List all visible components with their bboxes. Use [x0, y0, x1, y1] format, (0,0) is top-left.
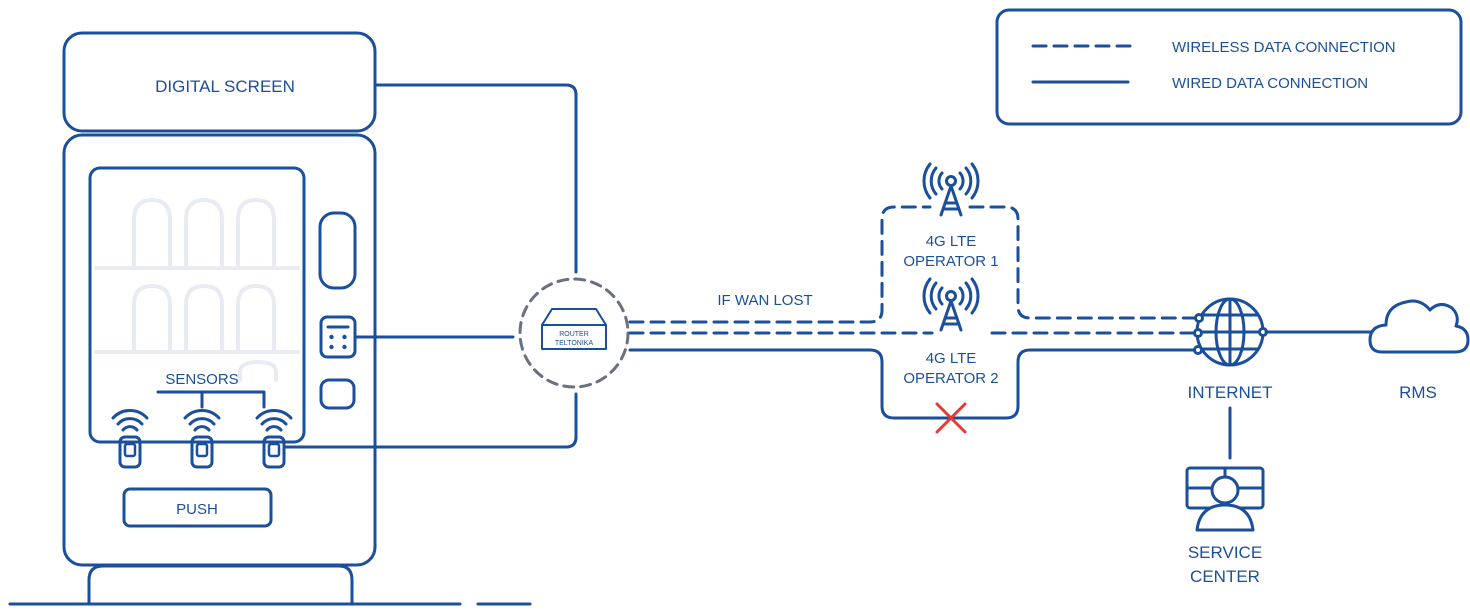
wire-screen-to-router — [374, 83, 578, 274]
sensors-bracket-right — [200, 390, 266, 409]
wireless-sensor-icon — [111, 408, 149, 469]
vending-machine — [8, 31, 532, 606]
legend-box — [995, 8, 1463, 126]
product-shelves — [94, 198, 300, 382]
antenna-tower-icon — [922, 277, 980, 332]
legend — [995, 8, 1463, 126]
wireless-sensor-icon — [255, 408, 293, 469]
failure-x-icon — [935, 402, 967, 434]
service-center-label-line1: SERVICE — [1188, 543, 1262, 562]
operator2-label-line2: OPERATOR 2 — [903, 370, 998, 387]
router-highlight-circle — [518, 277, 630, 389]
router-icon — [541, 308, 607, 350]
payment-keypad-icon[interactable] — [319, 315, 357, 359]
wireless-sensor-icon — [183, 408, 221, 469]
machine-base — [87, 564, 354, 606]
operator-person-icon — [1185, 466, 1265, 532]
push-button-label[interactable]: PUSH — [176, 501, 218, 518]
operator1-label-line1: 4G LTE — [926, 233, 977, 250]
wire-sensors-to-router — [284, 392, 578, 449]
digital-screen — [62, 31, 377, 133]
wireless-link-operator1-right — [968, 205, 1199, 320]
digital-screen-label: DIGITAL SCREEN — [155, 77, 295, 96]
cloud-icon — [1368, 299, 1470, 354]
rms-label: RMS — [1399, 383, 1437, 402]
wireless-link-operator1-left — [628, 205, 932, 324]
service-center-label-line2: CENTER — [1190, 567, 1260, 586]
legend-wireless-label: WIRELESS DATA CONNECTION — [1172, 39, 1396, 56]
operator1-label-line2: OPERATOR 1 — [903, 253, 998, 270]
legend-wired-label: WIRED DATA CONNECTION — [1172, 75, 1368, 92]
globe-icon — [1193, 297, 1268, 367]
sensors-label: SENSORS — [165, 371, 238, 388]
product-window — [88, 166, 306, 444]
failover-label: IF WAN LOST — [717, 292, 812, 309]
push-button[interactable] — [122, 487, 273, 528]
coin-return[interactable] — [319, 378, 356, 410]
coin-slot[interactable] — [318, 211, 357, 290]
router-label-line1: ROUTER — [559, 331, 589, 338]
router-label-line2: TELTONIKA — [555, 340, 594, 347]
sensors-bracket-left — [156, 390, 204, 409]
internet-label: INTERNET — [1188, 383, 1273, 402]
operator2-label-line1: 4G LTE — [926, 350, 977, 367]
antenna-tower-icon — [922, 162, 980, 217]
